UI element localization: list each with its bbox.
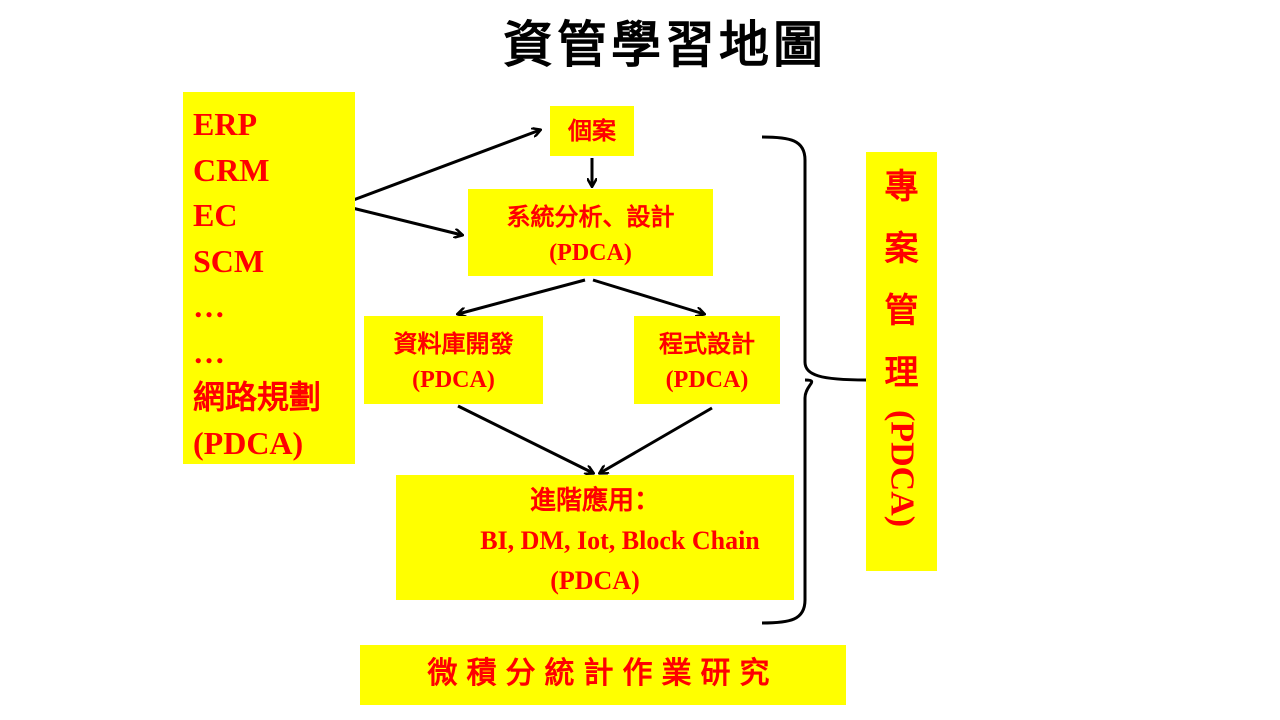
advanced-apps-pdca: (PDCA) xyxy=(550,566,640,595)
arrow-left-to-sa xyxy=(339,203,462,235)
pm-char-4: 理 xyxy=(884,353,919,393)
page-title: 資管學習地圖 xyxy=(503,15,827,74)
advanced-apps-label: 進階應用： xyxy=(529,486,660,516)
topic-erp: ERP xyxy=(193,106,257,142)
topic-ellipsis-1: … xyxy=(193,288,225,324)
topic-crm: CRM xyxy=(193,151,270,188)
pm-char-3: 管 xyxy=(884,291,919,331)
pm-char-1: 專 xyxy=(884,167,919,207)
database-dev-label: 資料庫開發 xyxy=(393,330,514,358)
system-analysis-pdca: (PDCA) xyxy=(549,240,632,266)
arrow-prog-to-adv xyxy=(600,406,713,473)
topics-box: ERP CRM EC SCM … … 網路規劃 (PDCA) xyxy=(183,92,355,464)
database-dev-pdca: (PDCA) xyxy=(412,367,495,393)
programming-box: 程式設計 (PDCA) xyxy=(634,316,780,404)
arrow-sa-to-db xyxy=(458,278,586,314)
case-box: 個案 xyxy=(550,106,634,156)
topic-scm: SCM xyxy=(193,242,265,279)
programming-label: 程式設計 xyxy=(659,330,755,358)
system-analysis-box: 系統分析、設計 (PDCA) xyxy=(468,189,713,276)
database-dev-box: 資料庫開發 (PDCA) xyxy=(364,316,543,404)
advanced-apps-list: BI, DM, Iot, Block Chain xyxy=(480,526,760,555)
pm-char-2: 案 xyxy=(884,229,919,269)
project-management-box: 專 案 管 理 (PDCA) xyxy=(866,152,937,571)
pm-pdca: (PDCA) xyxy=(883,410,921,528)
topic-ellipsis-2: … xyxy=(193,333,225,370)
system-analysis-label: 系統分析、設計 xyxy=(506,203,675,231)
topic-ec: EC xyxy=(193,197,238,233)
programming-pdca: (PDCA) xyxy=(665,367,749,393)
arrow-db-to-adv xyxy=(457,404,593,473)
right-curly-brace xyxy=(761,135,867,625)
topic-network-planning: 網路規劃 xyxy=(193,378,322,416)
advanced-apps-box: 進階應用： BI, DM, Iot, Block Chain (PDCA) xyxy=(396,475,794,600)
math-foundation-box: 微積分統計作業研究 xyxy=(360,645,846,705)
arrow-sa-to-prog xyxy=(592,278,704,314)
arrow-left-to-case xyxy=(339,130,540,207)
topic-pdca: (PDCA) xyxy=(193,424,304,461)
